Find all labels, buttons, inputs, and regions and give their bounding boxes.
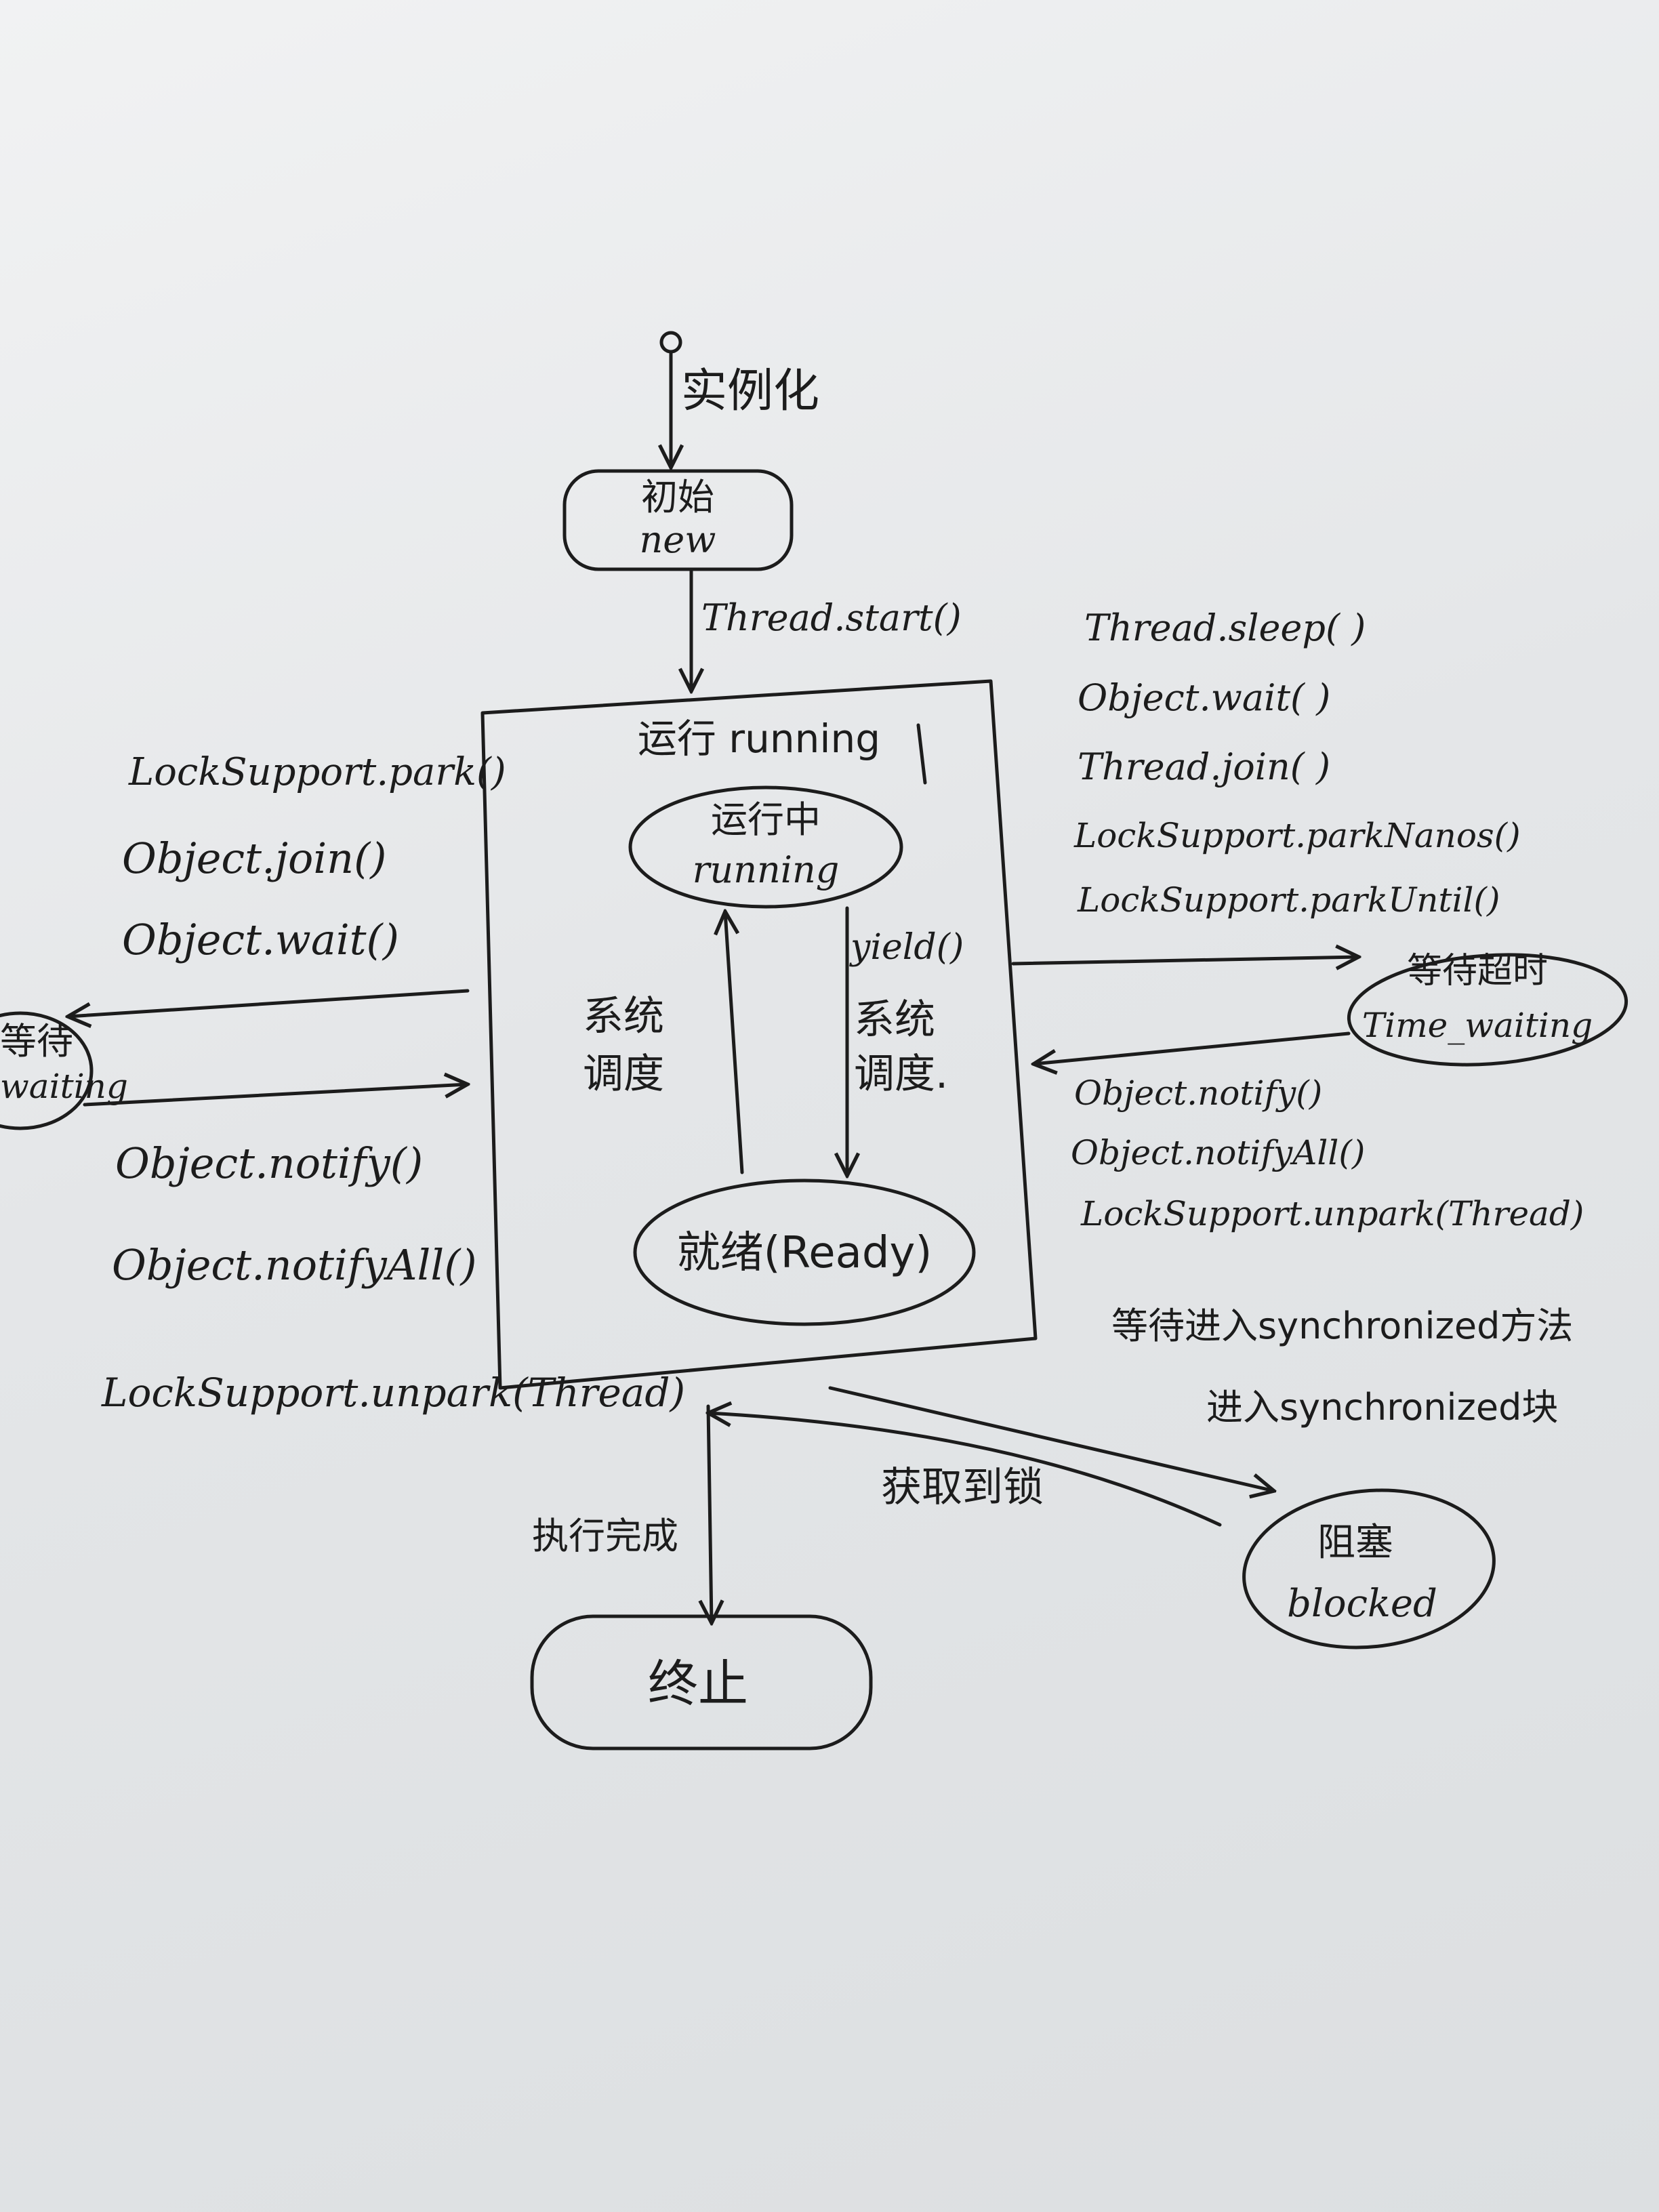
state-running-outer (480, 679, 1038, 1390)
state-waiting-cn: 等待 (0, 1020, 73, 1063)
to-waiting-2: Object.join() (122, 834, 386, 883)
schedule-up-line1: 系统 (583, 993, 664, 1040)
running-title-rule (916, 723, 927, 785)
from-blocked-label: 获取到锁 (881, 1464, 1044, 1511)
state-new-cn: 初始 (641, 476, 714, 518)
state-blocked-cn: 阻塞 (1317, 1521, 1393, 1565)
state-blocked-en: blocked (1287, 1582, 1437, 1626)
to-waiting-methods: LockSupport.park() Object.join() Object.… (122, 750, 506, 964)
to-timed-2: Object.wait( ) (1078, 676, 1330, 719)
instantiate-label: 实例化 (681, 365, 819, 418)
schedule-up-line2: 调度 (583, 1050, 664, 1098)
state-ready-label: 就绪(Ready) (677, 1228, 933, 1278)
to-waiting-arrow (68, 989, 470, 1017)
state-timed-waiting (1347, 953, 1629, 1067)
schedule-up-arrow (725, 912, 744, 1174)
from-waiting-1: Object.notify() (115, 1139, 423, 1188)
state-new-en: new (640, 518, 716, 561)
to-waiting-3: Object.wait() (122, 915, 399, 964)
to-timed-1: Thread.sleep( ) (1084, 607, 1366, 649)
finish-arrow (708, 1404, 712, 1623)
from-timed-2: Object.notifyAll() (1071, 1133, 1365, 1172)
to-waiting-1: LockSupport.park() (128, 750, 506, 794)
state-running-outer-label: 运行 running (638, 716, 880, 762)
from-timed-1: Object.notify() (1074, 1073, 1322, 1113)
schedule-down-line1: 系统 (854, 996, 935, 1044)
state-running-inner-en: running (693, 848, 840, 891)
state-timed-waiting-en: Time_waiting (1362, 1006, 1593, 1045)
to-blocked-1: 等待进入synchronized方法 (1111, 1305, 1573, 1347)
from-timed-3: LockSupport.unpark(Thread) (1080, 1194, 1584, 1233)
state-terminated-label: 终止 (648, 1655, 748, 1713)
finish-label: 执行完成 (532, 1515, 678, 1557)
state-waiting (0, 1011, 94, 1130)
to-timed-3: Thread.join( ) (1078, 745, 1330, 788)
to-timed-methods: Thread.sleep( ) Object.wait( ) Thread.jo… (1073, 607, 1521, 920)
from-timed-arrow (1033, 1031, 1351, 1064)
state-terminated (530, 1614, 873, 1750)
yield-label: yield() (849, 927, 964, 968)
to-timed-arrow (1011, 957, 1359, 964)
to-timed-5: LockSupport.parkUntil() (1077, 880, 1500, 920)
state-ready (633, 1179, 976, 1326)
state-running-inner (628, 785, 903, 909)
to-blocked-2: 进入synchronized块 (1206, 1386, 1558, 1429)
state-waiting-en: waiting (0, 1067, 128, 1106)
from-waiting-methods: Object.notify() Object.notifyAll() LockS… (101, 1139, 685, 1416)
from-waiting-2: Object.notifyAll() (112, 1240, 477, 1290)
schedule-down-line2: 调度. (854, 1050, 948, 1098)
from-waiting-arrow (83, 1084, 468, 1107)
state-new (562, 469, 794, 571)
to-timed-4: LockSupport.parkNanos() (1073, 816, 1521, 855)
state-timed-waiting-cn: 等待超时 (1407, 951, 1548, 991)
from-timed-methods: Object.notify() Object.notifyAll() LockS… (1071, 1073, 1584, 1233)
state-blocked (1242, 1488, 1496, 1650)
to-blocked-arrow (828, 1386, 1274, 1491)
start-label: Thread.start() (701, 596, 962, 639)
from-blocked-arrow (708, 1413, 1222, 1527)
start-node (659, 331, 682, 354)
state-running-inner-cn: 运行中 (711, 798, 821, 841)
from-waiting-3: LockSupport.unpark(Thread) (101, 1370, 685, 1416)
